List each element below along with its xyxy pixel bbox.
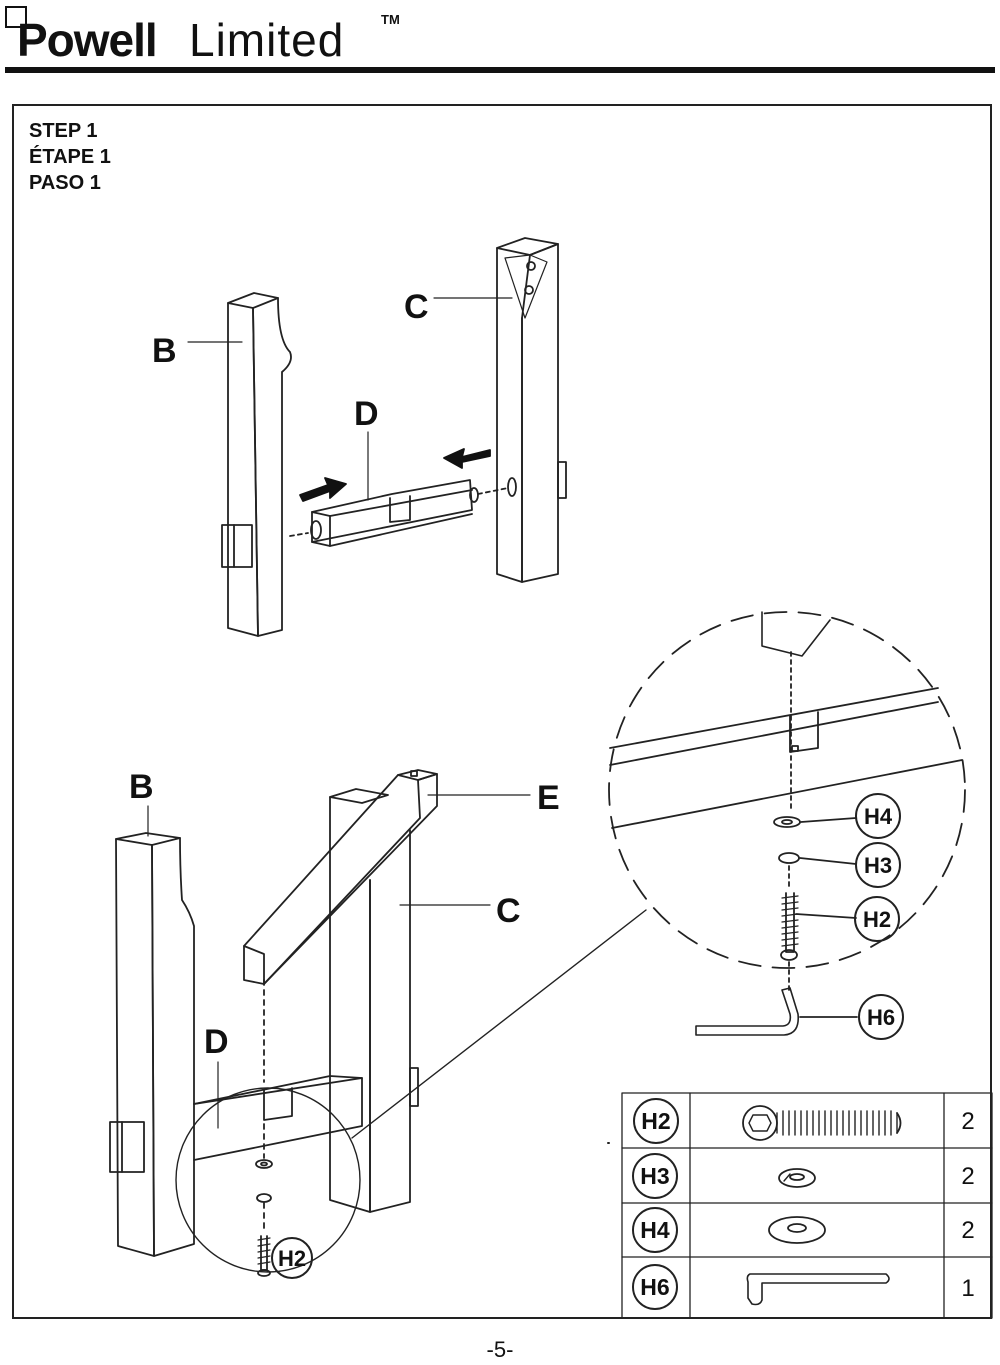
balloon-h3-text: H3 bbox=[864, 853, 892, 878]
brand-name-thin: Limited bbox=[189, 14, 345, 66]
balloon-h2-bottom-text: H2 bbox=[278, 1246, 306, 1271]
leg-c-bottom bbox=[329, 788, 419, 1213]
allen-key-icon bbox=[746, 1273, 890, 1306]
brand-logo: Powell Limited TM bbox=[5, 6, 425, 66]
balloon-h2-detail-text: H2 bbox=[863, 907, 891, 932]
stretcher-d-top bbox=[289, 479, 509, 547]
table-balloon-h6 bbox=[632, 1264, 678, 1310]
label-part-b-bottom: B bbox=[129, 768, 154, 806]
header-rule bbox=[5, 67, 995, 73]
balloon-h6 bbox=[858, 994, 904, 1040]
exploded-hardware-bottom bbox=[255, 1123, 273, 1277]
hardware-table bbox=[607, 1092, 993, 1319]
label-part-c-top: C bbox=[404, 288, 429, 326]
leg-c-top bbox=[496, 237, 567, 583]
stretcher-d-bottom bbox=[193, 1075, 363, 1161]
table-balloon-h3 bbox=[632, 1153, 678, 1199]
label-part-d-bottom: D bbox=[204, 1023, 229, 1061]
label-part-c-bottom: C bbox=[496, 892, 521, 930]
balloon-h3 bbox=[855, 842, 901, 888]
table-id-h2: H2 bbox=[641, 1108, 670, 1134]
leg-b-top bbox=[221, 292, 292, 637]
brand-mark-icon bbox=[5, 6, 27, 28]
table-id-h4: H4 bbox=[640, 1217, 670, 1243]
callout-connector bbox=[351, 909, 647, 1139]
magnifier-circle bbox=[175, 1087, 361, 1273]
hex-bolt-icon bbox=[742, 1105, 902, 1141]
step-title-es: PASO 1 bbox=[29, 172, 101, 194]
arrow-right-icon bbox=[299, 477, 347, 502]
detail-callout bbox=[608, 611, 966, 1036]
table-balloon-h2 bbox=[633, 1098, 679, 1144]
balloon-h2-bottom bbox=[271, 1237, 313, 1279]
table-balloon-h4 bbox=[632, 1207, 678, 1253]
balloon-h4 bbox=[855, 793, 901, 839]
label-part-d-top: D bbox=[354, 395, 379, 433]
brand-name-bold: Powell bbox=[17, 14, 158, 66]
table-id-h6: H6 bbox=[640, 1274, 669, 1300]
label-part-e: E bbox=[537, 779, 560, 817]
leg-b-bottom bbox=[109, 832, 195, 1257]
table-qty-h3: 2 bbox=[961, 1163, 975, 1190]
balloon-h2-detail bbox=[854, 896, 900, 942]
flat-washer-icon bbox=[768, 1216, 826, 1244]
trademark-symbol: TM bbox=[381, 12, 400, 27]
balloon-h6-text: H6 bbox=[867, 1005, 895, 1030]
label-part-b-top: B bbox=[152, 332, 177, 370]
instruction-frame bbox=[12, 104, 992, 1319]
step-title-fr: ÉTAPE 1 bbox=[29, 146, 111, 168]
top-rail-e bbox=[243, 769, 438, 1083]
table-qty-h6: 1 bbox=[961, 1275, 975, 1302]
arrow-left-icon bbox=[443, 448, 491, 469]
page-number: -5- bbox=[486, 1337, 514, 1362]
table-qty-h4: 2 bbox=[961, 1217, 975, 1244]
balloon-h4-text: H4 bbox=[864, 804, 893, 829]
table-qty-h2: 2 bbox=[961, 1108, 975, 1135]
lock-washer-icon bbox=[778, 1168, 816, 1188]
step-title-en: STEP 1 bbox=[29, 120, 98, 142]
table-id-h3: H3 bbox=[640, 1163, 669, 1189]
